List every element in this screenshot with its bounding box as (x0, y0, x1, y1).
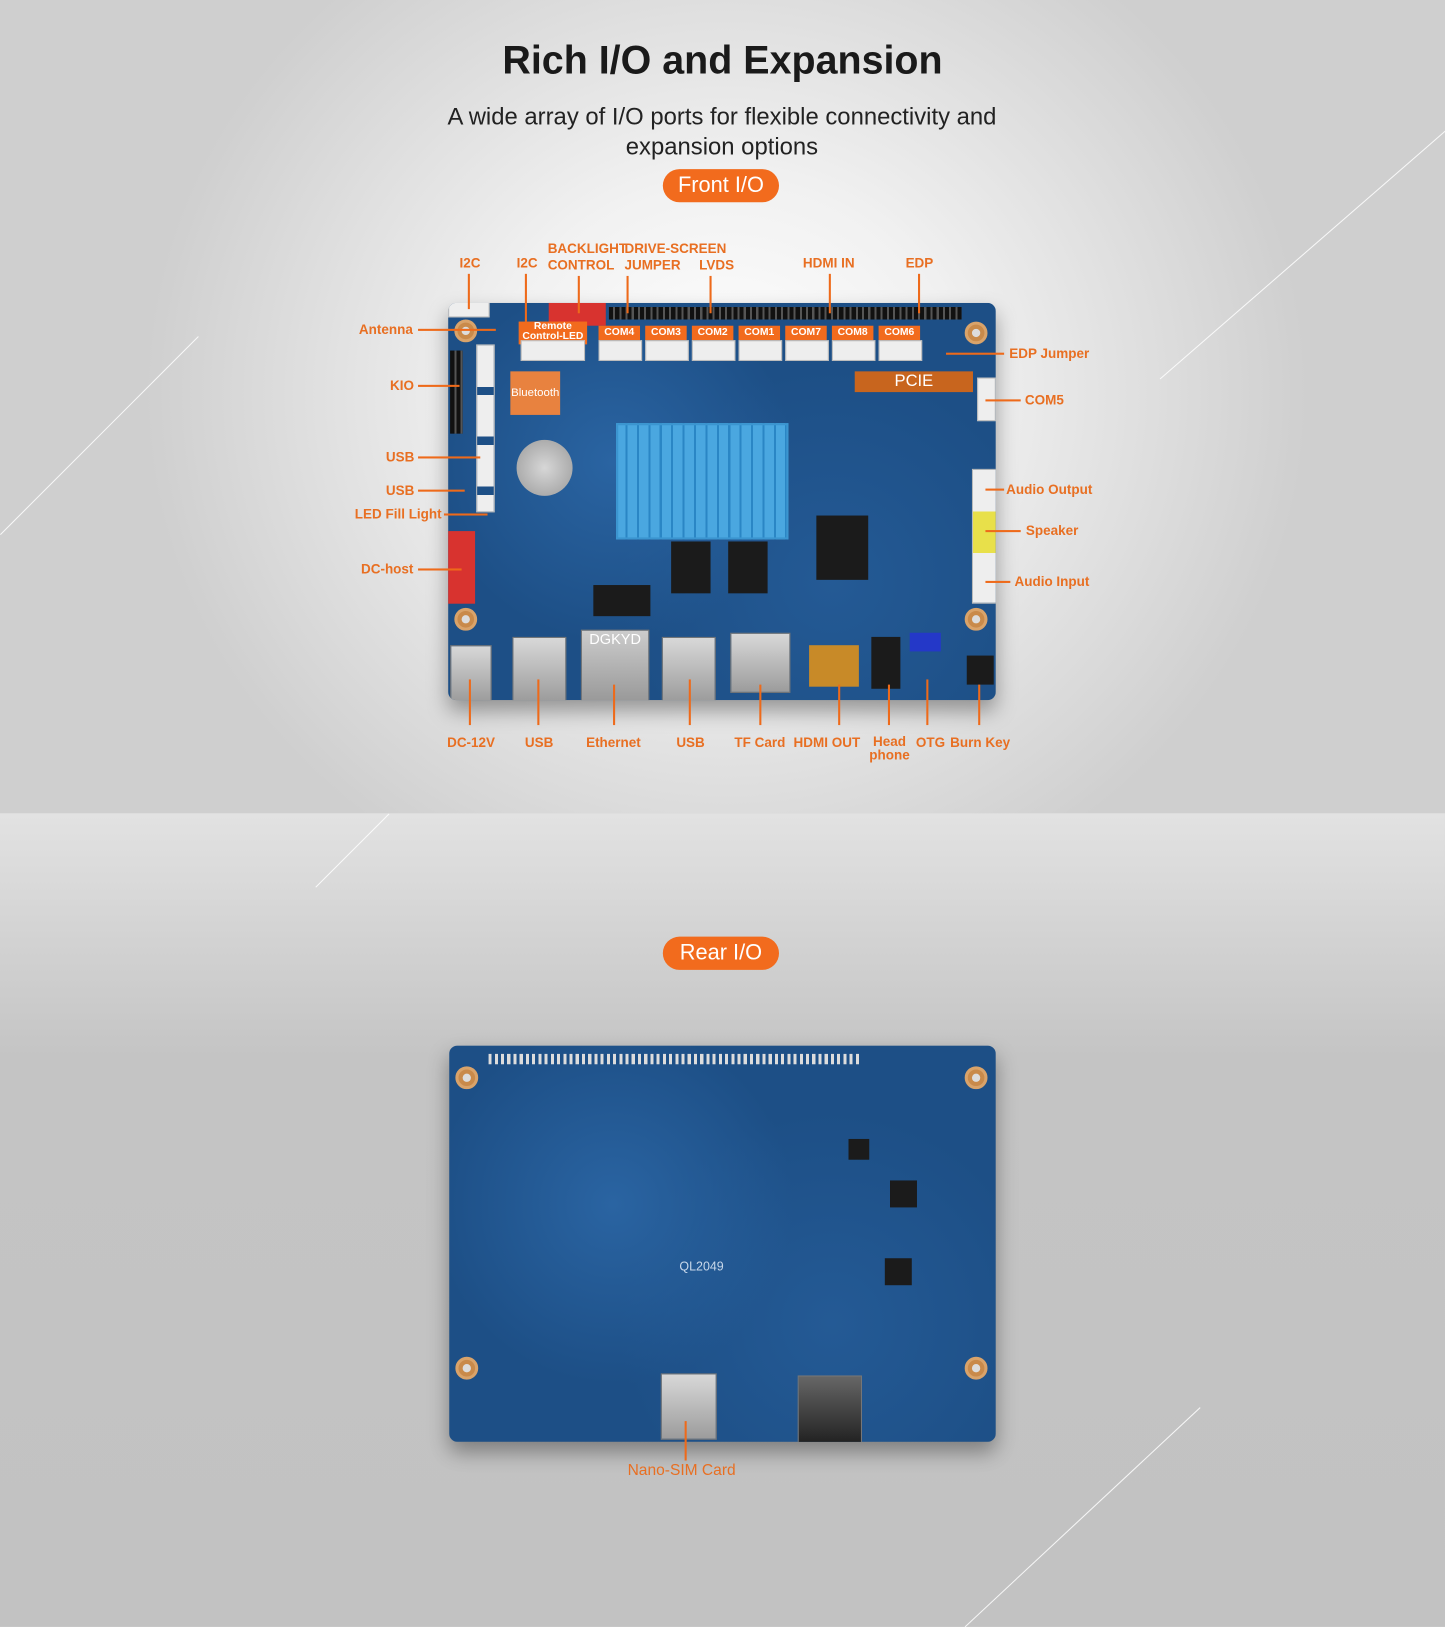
label-nano-sim-card: Nano-SIM Card (627, 1461, 736, 1480)
com2-label: COM2 (691, 325, 734, 341)
ethernet-port-brand: DGKYD (580, 629, 650, 701)
label-ethernet: Ethernet (586, 734, 641, 750)
com8-label: COM8 (831, 325, 874, 341)
label-usb-bottom-1: USB (524, 734, 554, 750)
com3-label: COM3 (645, 325, 687, 341)
com4-label: COM4 (598, 325, 641, 341)
label-com5: COM5 (1024, 392, 1064, 408)
label-antenna: Antenna (358, 321, 413, 338)
rear-chip-marking: QL2049 (679, 1259, 724, 1274)
label-led-fill-light: LED Fill Light (354, 506, 442, 522)
remote-control-led-label: Remote Control-LED (518, 321, 588, 345)
heatsink (616, 423, 789, 540)
label-usb-bottom-2: USB (676, 734, 705, 750)
label-otg: OTG (915, 734, 946, 750)
label-lvds: LVDS (699, 257, 735, 273)
label-hdmi-in: HDMI IN (802, 255, 855, 271)
front-io-badge: Front I/O (662, 169, 780, 203)
label-burn-key: Burn Key (950, 734, 1011, 750)
front-board-image: Remote Control-LED COM4 COM3 COM2 COM1 C… (448, 302, 996, 701)
label-drive-screen-jumper: DRIVE-SCREEN JUMPER (624, 240, 727, 273)
label-i2c-2: I2C (516, 255, 538, 271)
label-audio-output: Audio Output (1006, 481, 1093, 497)
label-edp-jumper: EDP Jumper (1009, 345, 1090, 361)
com1-label: COM1 (738, 325, 781, 341)
label-tf-card: TF Card (734, 734, 786, 750)
page-title: Rich I/O and Expansion (502, 39, 943, 83)
label-speaker: Speaker (1025, 522, 1079, 539)
rear-io-badge: Rear I/O (662, 936, 780, 970)
label-edp: EDP (905, 255, 934, 271)
label-backlight-control: BACKLIGHT CONTROL (547, 240, 628, 273)
label-audio-input: Audio Input (1014, 573, 1090, 590)
label-headphone: Head phone (869, 733, 910, 763)
rear-board-image: QL2049 (449, 1045, 996, 1442)
pcie-slot-label: PCIE (854, 371, 973, 393)
label-dc-12v: DC-12V (447, 734, 496, 750)
page-subtitle: A wide array of I/O ports for flexible c… (447, 102, 997, 160)
label-usb-left-1: USB (385, 449, 415, 465)
label-i2c-1: I2C (459, 255, 481, 271)
com7-label: COM7 (785, 325, 827, 341)
label-kio: KIO (390, 377, 415, 394)
com6-label: COM6 (878, 325, 921, 341)
label-dc-host: DC-host (360, 561, 414, 577)
bluetooth-module: Bluetooth (510, 371, 561, 415)
label-hdmi-out: HDMI OUT (793, 734, 861, 750)
label-usb-left-2: USB (385, 482, 415, 498)
